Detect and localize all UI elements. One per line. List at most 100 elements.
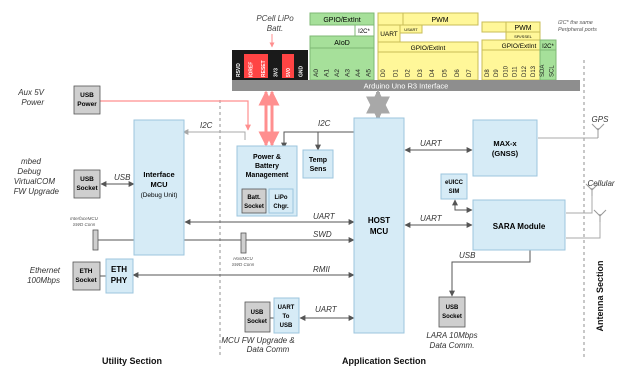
- header-pin-label: D9: [494, 69, 500, 77]
- header-pin-label: D6: [455, 69, 461, 77]
- svg-text:MCU: MCU: [370, 227, 388, 236]
- i2c-same-label-1: I2C* the same: [558, 20, 593, 26]
- header-pin-label: D0: [381, 69, 387, 77]
- svg-text:Socket: Socket: [442, 314, 462, 320]
- svg-text:Chgr.: Chgr.: [273, 204, 289, 210]
- usb-socket-lara-block: USB Socket: [438, 296, 466, 328]
- eth-phy-block: ETH PHY: [105, 258, 134, 294]
- svg-text:USB: USB: [80, 92, 94, 99]
- svg-text:PHY: PHY: [111, 276, 128, 285]
- i2c-b-text: I2C*: [542, 44, 554, 50]
- header-pin-label: RSVD: [236, 63, 242, 77]
- utility-section-title: Utility Section: [102, 356, 162, 366]
- power-pin-strip: [232, 50, 308, 80]
- pcell-batt-label-1: PCell LiPo: [256, 14, 294, 23]
- header-pin-label: GND: [299, 66, 305, 78]
- header-pin-label: D7: [467, 69, 473, 77]
- gpio-extint-b-text: GPIO/ExtInt: [411, 45, 446, 52]
- svg-text:USB: USB: [446, 305, 459, 311]
- uart-a-text: UART: [380, 31, 398, 38]
- header-pin-label: D5: [443, 69, 449, 77]
- header-pin-label: A2: [334, 69, 341, 77]
- i2c-same-label-2: Peripheral ports: [558, 27, 597, 33]
- header-pin-label: IOREF: [249, 62, 255, 77]
- aiod-text: AIoD: [334, 40, 350, 47]
- gps-label: GPS: [592, 115, 610, 124]
- sara-module-block: SARA Module: [472, 199, 566, 251]
- interface-swd-label-2: SWD Conn: [73, 222, 96, 227]
- header-pin-label: D10: [503, 65, 509, 77]
- uart-gnss-label: UART: [420, 139, 443, 148]
- pwm-a-text: PWM: [431, 17, 448, 24]
- aux-5v-label-1: Aux 5V: [17, 88, 44, 97]
- i2c-a-text: I2C*: [358, 29, 370, 35]
- header-pin-label: SDA: [540, 65, 546, 77]
- mbed-label-3: VirtualCOM: [14, 177, 56, 186]
- ethernet-label-2: 100Mbps: [27, 276, 60, 285]
- pwm-b-text: PWM: [514, 25, 531, 32]
- cellular-antenna-icon-1: [585, 183, 599, 196]
- gps-antenna-icon: [591, 123, 605, 138]
- antenna-section-title: Antenna Section: [595, 260, 605, 331]
- gpio-extint-a-text: GPIO/ExtInt: [323, 17, 360, 24]
- svg-text:MAX-x: MAX-x: [493, 139, 517, 148]
- uart-mid-label: UART: [313, 212, 336, 221]
- temp-sensor-block: Temp Sens: [302, 149, 334, 179]
- usb-lara-label: USB: [459, 251, 476, 260]
- header-pin-label: 3V3: [274, 68, 280, 77]
- small-2-text: SPI/SSEL: [514, 34, 533, 39]
- header-pin-label: D13: [531, 65, 537, 77]
- cellular-antenna-icon-2: [593, 209, 607, 222]
- usb-socket-bottom-block: USB Socket: [244, 301, 271, 333]
- swd-mid-label: SWD: [313, 230, 332, 239]
- header-pin-label: D4: [430, 69, 436, 77]
- gpio-extint-a-label: [309, 12, 375, 26]
- header-pin-label: A4: [355, 69, 362, 77]
- aux-5v-label-2: Power: [21, 98, 44, 107]
- svg-text:Power &: Power &: [253, 154, 281, 161]
- mcu-fw-label-2: Data Comm: [247, 345, 290, 354]
- host-swd-label-1: HostMCU: [233, 256, 253, 261]
- header-pin-label: A5: [366, 69, 373, 77]
- mbed-label-1: mbed: [21, 157, 42, 166]
- svg-text:Interface: Interface: [143, 170, 174, 179]
- svg-text:ETH: ETH: [111, 265, 127, 274]
- svg-text:USB: USB: [280, 323, 293, 329]
- ethernet-label-1: Ethernet: [30, 266, 61, 275]
- svg-text:Socket: Socket: [247, 319, 267, 325]
- battery-socket-block: Batt. Socket: [241, 188, 267, 214]
- header-pin-label: D1: [393, 69, 399, 77]
- rmii-label: RMII: [313, 265, 331, 274]
- arduino-interface-bar: [232, 80, 580, 91]
- interface-swd-connector: [92, 229, 99, 251]
- svg-text:HOST: HOST: [368, 216, 390, 225]
- i2c-mid-label: I2C: [318, 119, 331, 128]
- header-pin-label: A0: [313, 69, 320, 77]
- arduino-bar-label: Arduino Uno R3 Interface: [364, 82, 449, 91]
- svg-text:(Debug Unit): (Debug Unit): [141, 192, 178, 199]
- small-1-text: USART: [404, 27, 418, 32]
- svg-text:Battery: Battery: [255, 163, 279, 170]
- svg-text:SARA Module: SARA Module: [493, 222, 546, 231]
- svg-text:SIM: SIM: [449, 189, 460, 195]
- interface-mcu-block: Interface MCU (Debug Unit): [133, 119, 185, 256]
- interface-swd-label-1: InterfaceMCU: [70, 216, 99, 221]
- svg-text:Batt.: Batt.: [247, 195, 261, 201]
- header-pin-label: RESET: [261, 60, 267, 77]
- svg-text:To: To: [283, 314, 290, 320]
- header-pin-label: A1: [324, 69, 331, 77]
- antenna-icons: [585, 123, 607, 222]
- header-pin-label: D8: [485, 69, 491, 77]
- svg-text:LiPo: LiPo: [275, 195, 288, 201]
- mcu-fw-label-1: MCU FW Upgrade &: [221, 336, 294, 345]
- header-pin-label: A3: [345, 69, 352, 77]
- header-pin-label: D2: [406, 69, 412, 77]
- header-pin-label: D3: [418, 69, 424, 77]
- usb-left-label: USB: [114, 173, 131, 182]
- svg-text:eUICC: eUICC: [445, 180, 464, 186]
- svg-text:USB: USB: [251, 310, 264, 316]
- svg-text:USB: USB: [80, 176, 94, 183]
- svg-text:Socket: Socket: [76, 185, 98, 192]
- svg-text:Socket: Socket: [75, 277, 97, 284]
